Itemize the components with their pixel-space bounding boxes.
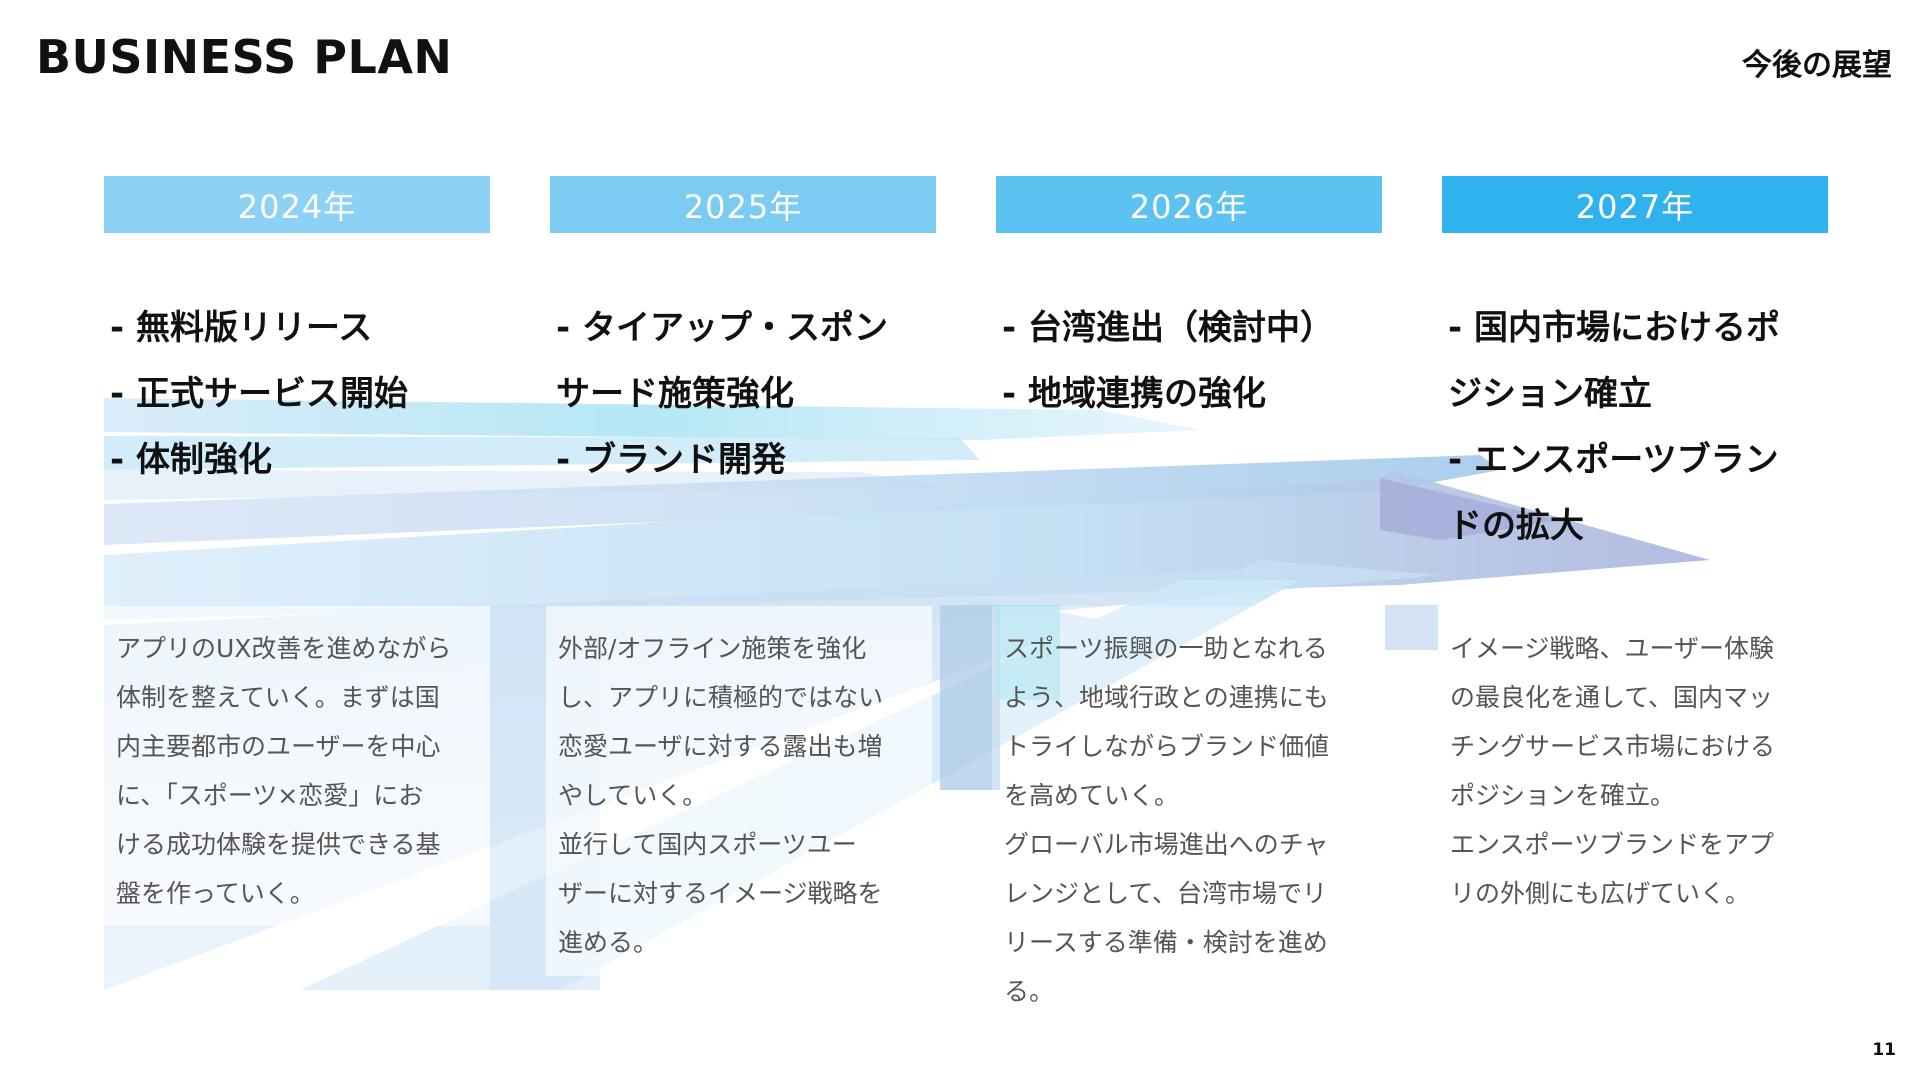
year-header: 2026年 — [996, 176, 1382, 233]
goal-item: - ブランド開発 — [556, 440, 786, 480]
description-line: 進める。 — [558, 928, 659, 957]
description-2025: 外部/オフライン施策を強化 し、アプリに積極的ではない 恋愛ユーザに対する露出も… — [546, 606, 932, 976]
goal-item: ジション確立 — [1448, 374, 1652, 414]
timeline-column-2024: 2024年 - 無料版リリース - 正式サービス開始 - 体制強化 — [104, 176, 490, 660]
year-header: 2024年 — [104, 176, 490, 233]
goal-item: - 国内市場におけるポ — [1448, 308, 1780, 348]
description-line: の最良化を通して、国内マッ — [1450, 683, 1774, 712]
goal-item: - タイアップ・スポン — [556, 308, 888, 348]
description-line: エンスポーツブランドをアプ — [1450, 830, 1775, 859]
timeline-column-2027: 2027年 - 国内市場におけるポ ジション確立 - エンスポーツブラン ドの拡… — [1442, 176, 1828, 660]
description-line: 体制を整えていく。まずは国 — [116, 683, 440, 712]
description-line: ける成功体験を提供できる基 — [116, 830, 441, 859]
goal-item: - 台湾進出（検討中） — [1002, 308, 1334, 348]
description-2026: スポーツ振興の一助となれる よう、地域行政との連携にも トライしながらブランド価… — [992, 606, 1378, 1006]
description-line: ポジションを確立。 — [1450, 781, 1676, 810]
goal-list: - 国内市場におけるポ ジション確立 - エンスポーツブラン ドの拡大 — [1442, 295, 1828, 660]
description-line: 外部/オフライン施策を強化 — [558, 634, 867, 663]
description-line: イメージ戦略、ユーザー体験 — [1450, 634, 1775, 663]
description-line: スポーツ振興の一助となれる — [1004, 634, 1328, 663]
description-line: トライしながらブランド価値 — [1004, 732, 1330, 761]
goal-item: - 正式サービス開始 — [110, 374, 408, 414]
description-line: やしていく。 — [558, 781, 708, 810]
goal-item: - 地域連携の強化 — [1002, 374, 1266, 414]
description-line: に、「スポーツ×恋愛」にお — [116, 781, 424, 810]
goal-list: - 無料版リリース - 正式サービス開始 - 体制強化 — [104, 295, 490, 660]
description-line: ザーに対するイメージ戦略を — [558, 879, 883, 908]
description-line: リの外側にも広げていく。 — [1450, 879, 1751, 908]
description-line: る。 — [1004, 977, 1055, 1006]
description-line: 内主要都市のユーザーを中心 — [116, 732, 441, 761]
page-number: 11 — [1872, 1040, 1896, 1060]
description-line: アプリのUX改善を進めながら — [116, 634, 452, 663]
slide-title: BUSINESS PLAN — [36, 30, 453, 84]
description-line: グローバル市場進出へのチャ — [1004, 830, 1329, 859]
description-line: よう、地域行政との連携にも — [1004, 683, 1329, 712]
goal-item: - エンスポーツブラン — [1448, 440, 1779, 480]
timeline-column-2025: 2025年 - タイアップ・スポン サード施策強化 - ブランド開発 — [550, 176, 936, 660]
description-line: を高めていく。 — [1004, 781, 1180, 810]
goal-list: - タイアップ・スポン サード施策強化 - ブランド開発 — [550, 295, 936, 660]
timeline-column-2026: 2026年 - 台湾進出（検討中） - 地域連携の強化 — [996, 176, 1382, 660]
description-line: し、アプリに積極的ではない — [558, 683, 884, 712]
goal-item: ドの拡大 — [1448, 506, 1584, 546]
year-header: 2025年 — [550, 176, 936, 233]
goal-item: - 体制強化 — [110, 440, 272, 480]
description-2027: イメージ戦略、ユーザー体験 の最良化を通して、国内マッ チングサービス市場におけ… — [1438, 606, 1824, 908]
goal-item: - 無料版リリース — [110, 308, 373, 348]
description-line: 並行して国内スポーツユー — [558, 830, 857, 859]
description-line: レンジとして、台湾市場でリ — [1004, 879, 1328, 908]
year-header: 2027年 — [1442, 176, 1828, 233]
description-line: 恋愛ユーザに対する露出も増 — [558, 732, 883, 761]
description-2024: アプリのUX改善を進めながら 体制を整えていく。まずは国 内主要都市のユーザーを… — [104, 606, 490, 926]
description-line: 盤を作っていく。 — [116, 879, 315, 908]
goal-list: - 台湾進出（検討中） - 地域連携の強化 — [996, 295, 1382, 660]
description-line: リースする準備・検討を進め — [1004, 928, 1328, 957]
description-line: チングサービス市場における — [1450, 732, 1776, 761]
section-label: 今後の展望 — [1742, 48, 1892, 83]
goal-item: サード施策強化 — [556, 374, 794, 414]
